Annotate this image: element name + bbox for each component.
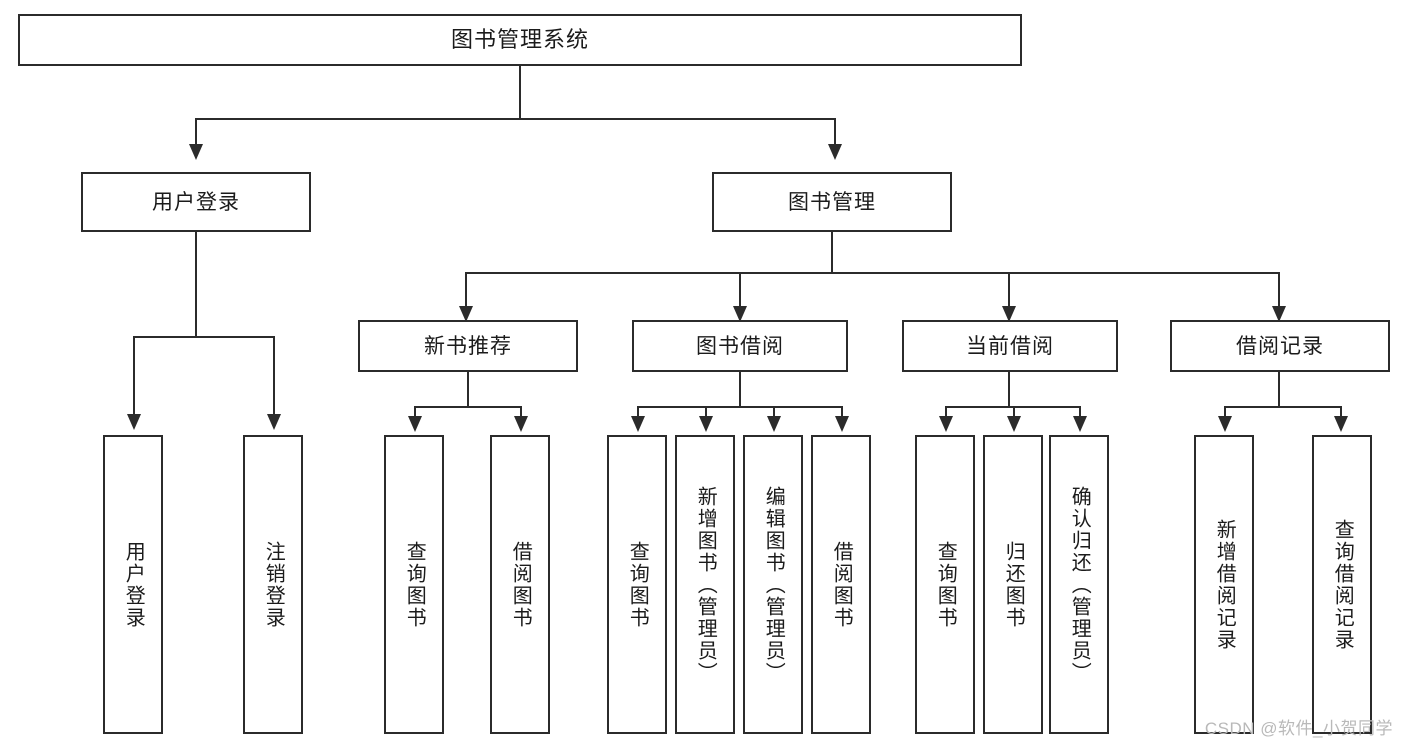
connector-new-book-to-leaf-2: [520, 406, 522, 418]
connector-new-book-drop: [467, 372, 469, 406]
arrowhead-br-leaf-2: [1334, 416, 1348, 432]
node-book-borrow[interactable]: 图书借阅: [632, 320, 848, 372]
node-book-management[interactable]: 图书管理: [712, 172, 952, 232]
connector-bb-to-leaf-1: [637, 406, 639, 418]
arrowhead-user-login-leaf-1: [127, 414, 141, 430]
leaf-borrow-book[interactable]: 借阅图书: [811, 435, 871, 734]
leaf-query-book-current[interactable]: 查询图书: [915, 435, 975, 734]
connector-borrow-record-drop: [1278, 372, 1280, 406]
connector-root-bus: [195, 118, 835, 120]
connector-user-login-drop: [195, 232, 197, 336]
node-user-login[interactable]: 用户登录: [81, 172, 311, 232]
arrowhead-bm-borrow-record: [1272, 306, 1286, 322]
arrowhead-root-to-book-management: [828, 144, 842, 160]
arrowhead-bm-book-borrow: [733, 306, 747, 322]
connector-bm-to-borrow-record: [1278, 272, 1280, 308]
arrowhead-cb-leaf-2: [1007, 416, 1021, 432]
connector-root-to-book-management: [834, 118, 836, 146]
connector-new-book-bus: [414, 406, 522, 408]
connector-br-to-leaf-1: [1224, 406, 1226, 418]
connector-bb-to-leaf-3: [773, 406, 775, 418]
connector-cb-to-leaf-3: [1079, 406, 1081, 418]
leaf-logout[interactable]: 注销登录: [243, 435, 303, 734]
arrowhead-bb-leaf-4: [835, 416, 849, 432]
arrowhead-bb-leaf-1: [631, 416, 645, 432]
arrowhead-bm-current-borrow: [1002, 306, 1016, 322]
connector-book-management-drop: [831, 232, 833, 272]
leaf-return-book[interactable]: 归还图书: [983, 435, 1043, 734]
connector-new-book-to-leaf-1: [414, 406, 416, 418]
connector-bm-to-book-borrow: [739, 272, 741, 308]
arrowhead-bm-new-book: [459, 306, 473, 322]
leaf-borrow-book-new-book[interactable]: 借阅图书: [490, 435, 550, 734]
connector-root-to-user-login: [195, 118, 197, 146]
leaf-add-book-admin[interactable]: 新增图书（管理员）: [675, 435, 735, 734]
node-new-book-recommendation[interactable]: 新书推荐: [358, 320, 578, 372]
node-borrow-record[interactable]: 借阅记录: [1170, 320, 1390, 372]
node-current-borrow[interactable]: 当前借阅: [902, 320, 1118, 372]
arrowhead-cb-leaf-1: [939, 416, 953, 432]
leaf-user-login[interactable]: 用户登录: [103, 435, 163, 734]
connector-bb-to-leaf-4: [841, 406, 843, 418]
leaf-edit-book-admin[interactable]: 编辑图书（管理员）: [743, 435, 803, 734]
connector-book-borrow-bus: [637, 406, 843, 408]
connector-book-management-bus: [465, 272, 1280, 274]
connector-br-to-leaf-2: [1340, 406, 1342, 418]
connector-current-borrow-drop: [1008, 372, 1010, 406]
connector-user-login-to-leaf-2: [273, 336, 275, 416]
connector-cb-to-leaf-1: [945, 406, 947, 418]
leaf-confirm-return-admin[interactable]: 确认归还（管理员）: [1049, 435, 1109, 734]
arrowhead-cb-leaf-3: [1073, 416, 1087, 432]
arrowhead-new-book-leaf-2: [514, 416, 528, 432]
connector-bm-to-new-book: [465, 272, 467, 308]
connector-cb-to-leaf-2: [1013, 406, 1015, 418]
arrowhead-root-to-user-login: [189, 144, 203, 160]
arrowhead-bb-leaf-3: [767, 416, 781, 432]
arrowhead-bb-leaf-2: [699, 416, 713, 432]
leaf-query-book-borrow[interactable]: 查询图书: [607, 435, 667, 734]
connector-root-drop: [519, 66, 521, 118]
arrowhead-br-leaf-1: [1218, 416, 1232, 432]
node-root-book-management-system[interactable]: 图书管理系统: [18, 14, 1022, 66]
connector-borrow-record-bus: [1224, 406, 1342, 408]
connector-user-login-bus: [133, 336, 275, 338]
connector-user-login-to-leaf-1: [133, 336, 135, 416]
arrowhead-new-book-leaf-1: [408, 416, 422, 432]
leaf-query-borrow-record[interactable]: 查询借阅记录: [1312, 435, 1372, 734]
connector-bb-to-leaf-2: [705, 406, 707, 418]
arrowhead-user-login-leaf-2: [267, 414, 281, 430]
connector-bm-to-current-borrow: [1008, 272, 1010, 308]
connector-book-borrow-drop: [739, 372, 741, 406]
leaf-query-book-new-book[interactable]: 查询图书: [384, 435, 444, 734]
leaf-add-borrow-record[interactable]: 新增借阅记录: [1194, 435, 1254, 734]
